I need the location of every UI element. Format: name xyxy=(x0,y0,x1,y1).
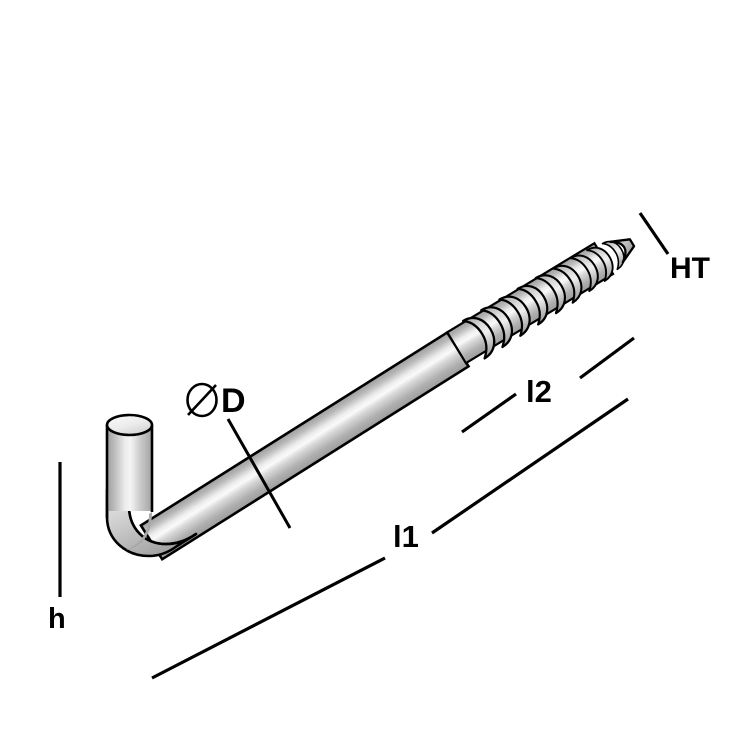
l2-label-text: l2 xyxy=(526,374,552,409)
l2-dimension-line-left xyxy=(461,392,517,434)
l1-dimension-line-left xyxy=(151,556,386,680)
hook-leg xyxy=(105,413,154,550)
h-label-text: h xyxy=(48,603,66,635)
diameter-label-text: D xyxy=(221,382,246,420)
diameter-symbol-icon xyxy=(186,382,218,418)
l1-label-text: l1 xyxy=(393,519,419,554)
hook-screw-body xyxy=(105,235,636,562)
smooth-shank xyxy=(139,330,471,562)
ht-leader-line xyxy=(638,212,670,255)
l2-dimension-line-right xyxy=(579,336,635,380)
helical-thread xyxy=(445,235,636,365)
ht-label-text: HT xyxy=(670,252,710,285)
diameter-leader-line xyxy=(226,418,292,529)
dimension-lines xyxy=(58,212,670,680)
l1-dimension-line-right xyxy=(431,397,629,535)
pointed-tip xyxy=(609,238,636,264)
bend xyxy=(105,488,198,558)
leg-top-cap xyxy=(105,413,154,437)
